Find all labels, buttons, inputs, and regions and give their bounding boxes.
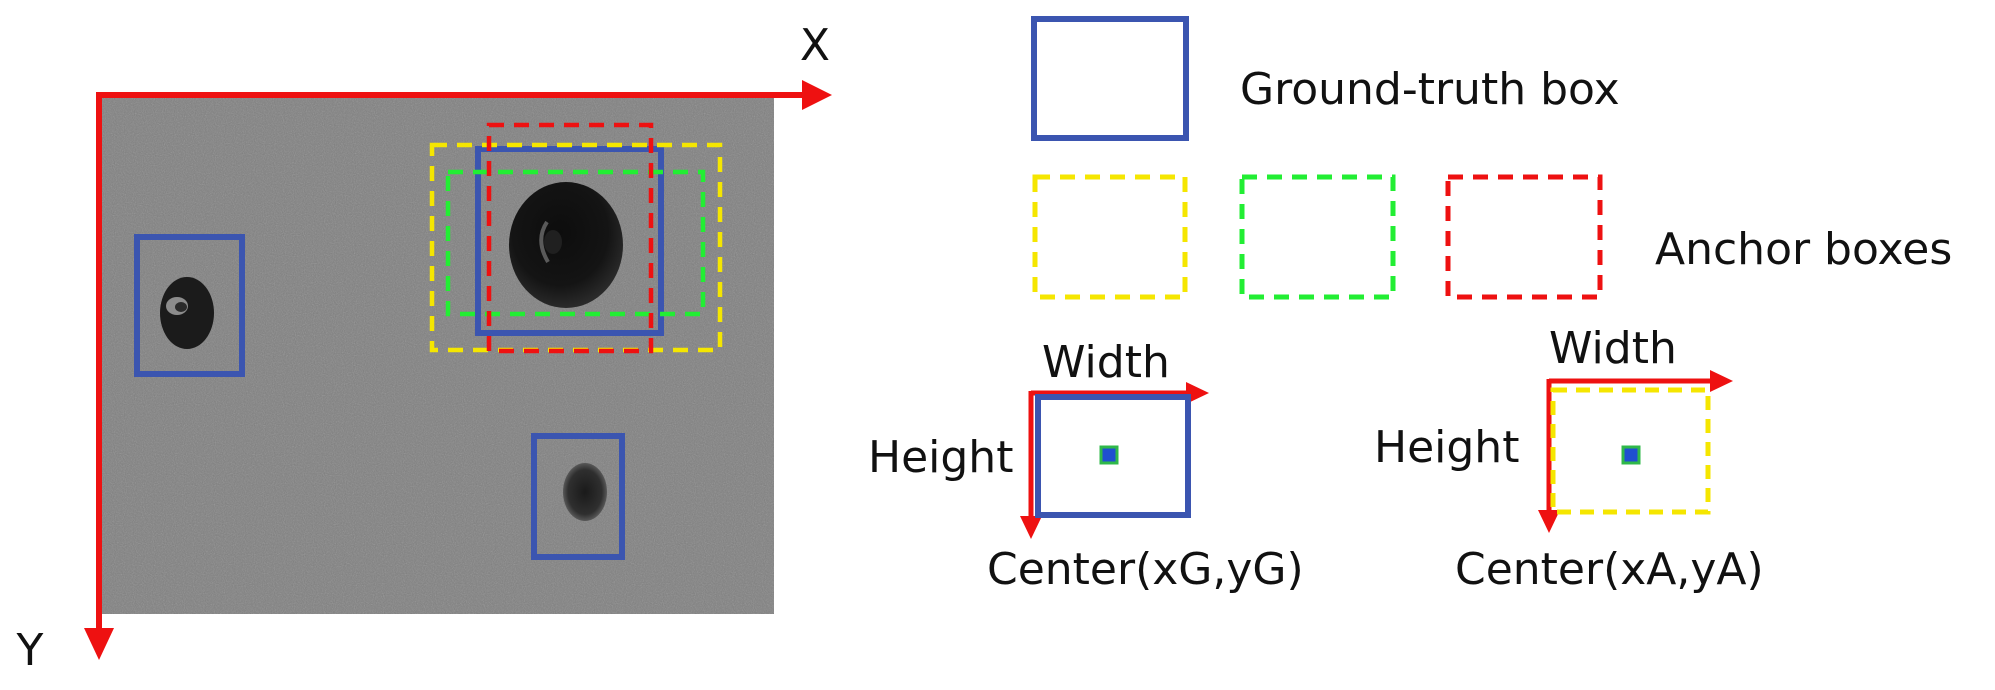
center-point xyxy=(1099,445,1119,465)
micrograph-panel xyxy=(99,97,774,614)
anchor-box-red xyxy=(486,122,654,354)
ground-truth-box-bottom xyxy=(531,433,625,560)
ground-truth-example: Width Height Center(xG,yG) xyxy=(868,337,1304,595)
axes: X Y xyxy=(16,20,832,676)
ground-truth-box-left xyxy=(134,234,245,377)
legend-ground-truth-swatch xyxy=(1031,16,1189,141)
particle-left xyxy=(160,277,214,349)
x-axis-label: X xyxy=(800,20,830,71)
legend-anchor-swatch-yellow xyxy=(1032,174,1188,300)
gt-width-label: Width xyxy=(1042,337,1170,388)
gt-example-box xyxy=(1035,394,1191,518)
anchor-center-point xyxy=(1621,445,1641,465)
y-axis-arrow xyxy=(84,628,114,660)
micrograph-noise xyxy=(99,97,774,614)
particle-large xyxy=(509,182,623,308)
legend-anchor-swatch-red xyxy=(1445,174,1603,300)
anchor-width-label: Width xyxy=(1549,323,1677,374)
ground-truth-box-large xyxy=(475,146,664,336)
anchor-width-arrow xyxy=(1710,370,1733,392)
gt-height-label: Height xyxy=(868,432,1013,483)
legend-anchor-label: Anchor boxes xyxy=(1655,224,1952,275)
anchor-height-arrow xyxy=(1538,510,1560,533)
gt-center-label: Center(xG,yG) xyxy=(987,544,1304,595)
anchor-height-label: Height xyxy=(1374,422,1519,473)
anchor-box-green xyxy=(445,169,706,317)
legend: Ground-truth box Anchor boxes xyxy=(1031,16,1952,300)
anchor-example-box xyxy=(1550,387,1711,515)
y-axis-label: Y xyxy=(16,625,44,676)
legend-ground-truth-label: Ground-truth box xyxy=(1240,64,1620,115)
legend-anchor-swatch-green xyxy=(1239,174,1396,300)
anchor-center-label: Center(xA,yA) xyxy=(1455,544,1764,595)
width-arrow xyxy=(1186,382,1209,404)
particle-bottom xyxy=(563,463,607,521)
x-axis-arrow xyxy=(802,80,832,110)
anchor-example: Width Height Center(xA,yA) xyxy=(1374,323,1764,595)
height-arrow xyxy=(1020,516,1042,539)
